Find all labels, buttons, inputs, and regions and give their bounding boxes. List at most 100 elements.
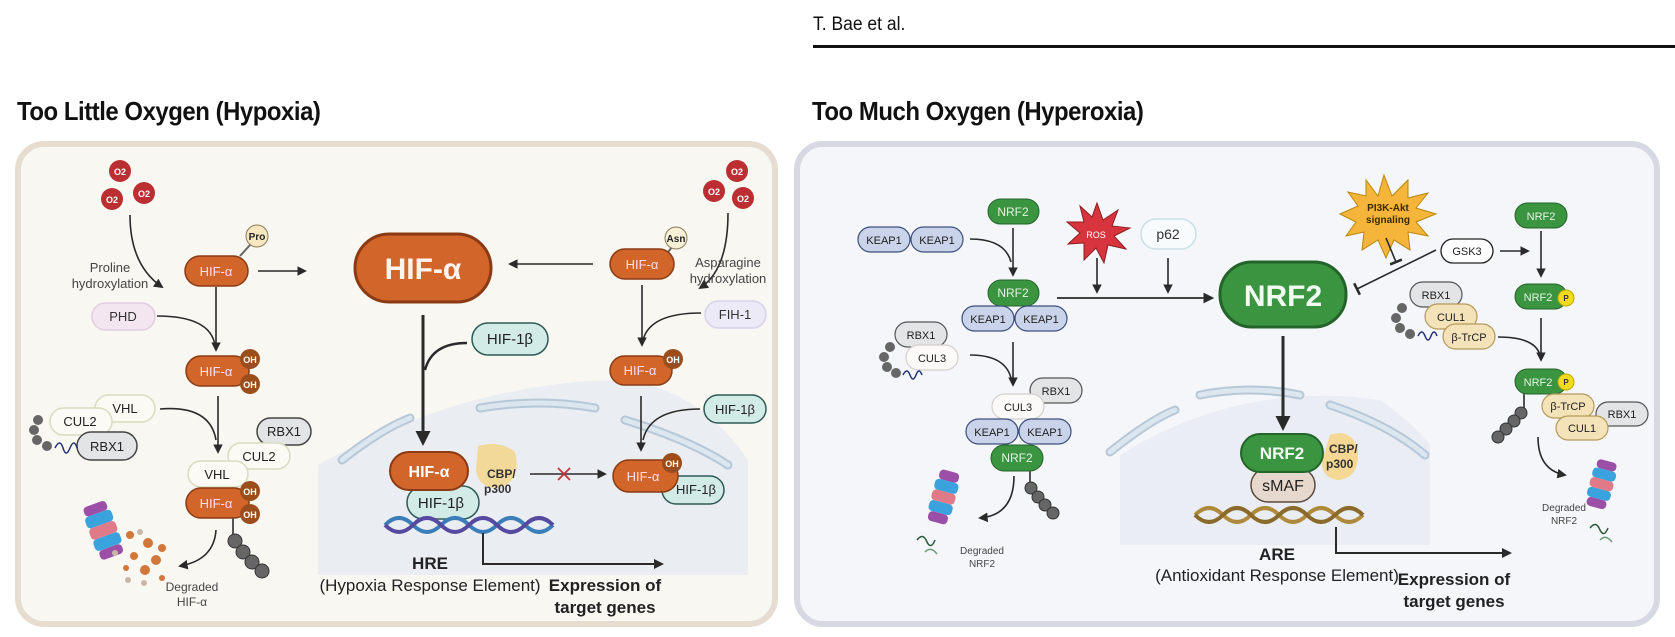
- svg-text:KEAP1: KEAP1: [970, 314, 1005, 326]
- svg-text:NRF2: NRF2: [1524, 292, 1553, 304]
- hre-full-label: (Hypoxia Response Element): [319, 576, 540, 595]
- proteasome-right: [1586, 459, 1617, 543]
- nrf2-cul3-complex: RBX1 CUL3 KEAP1 KEAP1 NRF2: [965, 377, 1083, 520]
- o2-molecules-left: O2 O2 O2: [101, 160, 155, 210]
- svg-text:CBP/: CBP/: [1329, 442, 1358, 456]
- svg-text:CUL1: CUL1: [1437, 312, 1465, 324]
- svg-text:HIF-α: HIF-α: [627, 469, 660, 484]
- svg-text:VHL: VHL: [204, 467, 229, 482]
- svg-text:HIF-α: HIF-α: [626, 257, 659, 272]
- are-label: ARE: [1259, 545, 1295, 564]
- svg-text:NRF2: NRF2: [1244, 280, 1322, 313]
- svg-text:O2: O2: [708, 187, 720, 197]
- btrcp-complex-middle: RBX1 CUL1 β-TrCP: [1391, 281, 1496, 350]
- svg-text:NRF2: NRF2: [1524, 377, 1553, 389]
- hif-a-hydroxylated: HIF-α OH OH: [185, 349, 260, 394]
- svg-text:OH: OH: [243, 487, 257, 497]
- asparagine-label: Asparagine: [695, 255, 761, 270]
- svg-text:target genes: target genes: [554, 598, 655, 617]
- svg-text:HIF-α: HIF-α: [200, 264, 233, 279]
- hif-1b-right: HIF-1β: [703, 394, 767, 424]
- proteasome-hyperoxia-left: [916, 469, 960, 555]
- svg-text:PHD: PHD: [109, 309, 136, 324]
- svg-text:β-TrCP: β-TrCP: [1550, 401, 1585, 413]
- svg-text:O2: O2: [138, 189, 150, 199]
- svg-text:VHL: VHL: [112, 401, 137, 416]
- svg-text:KEAP1: KEAP1: [974, 427, 1009, 439]
- dna-hre: [383, 516, 555, 534]
- expression-label-left: Expression of: [549, 576, 662, 595]
- svg-text:P: P: [1563, 294, 1569, 303]
- ros-burst: ROS: [1065, 201, 1132, 265]
- svg-text:RBX1: RBX1: [1608, 409, 1637, 421]
- are-full-label: (Antioxidant Response Element): [1155, 566, 1399, 585]
- svg-text:HIF-1β: HIF-1β: [715, 402, 755, 417]
- svg-text:HIF-α: HIF-α: [385, 253, 462, 286]
- author-header: T. Bae et al.: [813, 14, 906, 35]
- hyperoxia-panel: NRF2 KEAP1 KEAP1 NRF2 KEAP1 KEAP1 ROS: [794, 141, 1660, 627]
- hyperoxia-title: Too Much Oxygen (Hyperoxia): [812, 96, 1144, 126]
- svg-text:signaling: signaling: [1366, 215, 1410, 226]
- svg-text:GSK3: GSK3: [1452, 246, 1481, 258]
- svg-text:sMAF: sMAF: [1262, 478, 1304, 495]
- svg-text:OH: OH: [243, 380, 257, 390]
- nrf2-right-top: NRF2: [1514, 202, 1568, 229]
- svg-text:p300: p300: [484, 482, 512, 496]
- hif-a-asn: Asn HIF-α: [609, 226, 688, 280]
- svg-text:OH: OH: [243, 355, 257, 365]
- hre-label: HRE: [412, 554, 448, 573]
- svg-text:O2: O2: [737, 194, 749, 204]
- nrf2-phosphorylated: NRF2 P: [1514, 283, 1575, 310]
- svg-text:CUL2: CUL2: [242, 449, 275, 464]
- nrf2-nuclear-complex: CBP/ p300 sMAF NRF2: [1240, 433, 1358, 503]
- hif-a-oh-right: HIF-α OH: [609, 349, 683, 386]
- degraded-hif-label: Degraded: [166, 580, 219, 594]
- svg-text:NRF2: NRF2: [1001, 451, 1033, 465]
- proline-label-2: hydroxylation: [72, 276, 149, 291]
- degraded-nrf2-label-right: Degraded: [1542, 503, 1586, 514]
- svg-text:hydroxylation: hydroxylation: [690, 271, 767, 286]
- svg-text:KEAP1: KEAP1: [919, 235, 954, 247]
- svg-text:Asn: Asn: [667, 234, 686, 245]
- svg-text:RBX1: RBX1: [907, 330, 936, 342]
- svg-text:RBX1: RBX1: [1042, 386, 1071, 398]
- svg-text:ROS: ROS: [1086, 230, 1106, 240]
- svg-text:HIF-α: HIF-α: [624, 363, 657, 378]
- hif-1b-center: HIF-1β: [471, 322, 549, 356]
- svg-text:CBP/: CBP/: [487, 467, 516, 481]
- nrf2-central: NRF2: [1218, 260, 1348, 329]
- svg-text:RBX1: RBX1: [267, 424, 301, 439]
- phd-protein: PHD: [91, 302, 156, 331]
- svg-text:NRF2: NRF2: [1260, 444, 1304, 463]
- dna-are: [1193, 506, 1365, 524]
- svg-text:PI3K-Akt: PI3K-Akt: [1367, 203, 1409, 214]
- svg-text:OH: OH: [243, 510, 257, 520]
- svg-text:NRF2: NRF2: [997, 286, 1029, 300]
- svg-text:target genes: target genes: [1403, 592, 1504, 611]
- svg-text:CUL2: CUL2: [63, 414, 96, 429]
- keap1-dimer-top: KEAP1 KEAP1: [857, 226, 964, 253]
- svg-text:OH: OH: [665, 459, 679, 469]
- pi3k-akt-burst: PI3K-Akt signaling: [1338, 173, 1438, 260]
- hif-a-vhl-complex: RBX1 CUL2 VHL HIF-α OH OH: [185, 417, 312, 579]
- expression-label-right: Expression of: [1398, 570, 1511, 589]
- svg-text:KEAP1: KEAP1: [1023, 314, 1058, 326]
- hif-a-pro: Pro HIF-α: [184, 224, 269, 287]
- svg-text:HIF-1β: HIF-1β: [487, 331, 534, 348]
- svg-text:O2: O2: [106, 195, 118, 205]
- svg-text:P: P: [1563, 378, 1569, 387]
- svg-text:HIF-α: HIF-α: [200, 496, 233, 511]
- nrf2-free: NRF2: [987, 198, 1040, 225]
- gsk3-protein: GSK3: [1440, 238, 1494, 264]
- svg-text:HIF-α: HIF-α: [409, 464, 450, 481]
- svg-text:p62: p62: [1156, 226, 1180, 242]
- header-rule: [813, 45, 1675, 48]
- svg-text:CUL3: CUL3: [918, 353, 946, 365]
- hypoxia-panel: O2 O2 O2 Proline hydroxylation PHD Pro H…: [15, 141, 778, 627]
- p62-protein: p62: [1140, 218, 1197, 250]
- svg-text:OH: OH: [666, 355, 680, 365]
- svg-text:HIF-α: HIF-α: [177, 595, 207, 609]
- svg-text:CUL1: CUL1: [1568, 423, 1596, 435]
- svg-text:p300: p300: [1326, 457, 1354, 471]
- cul3-complex-left: RBX1 CUL3: [879, 321, 959, 380]
